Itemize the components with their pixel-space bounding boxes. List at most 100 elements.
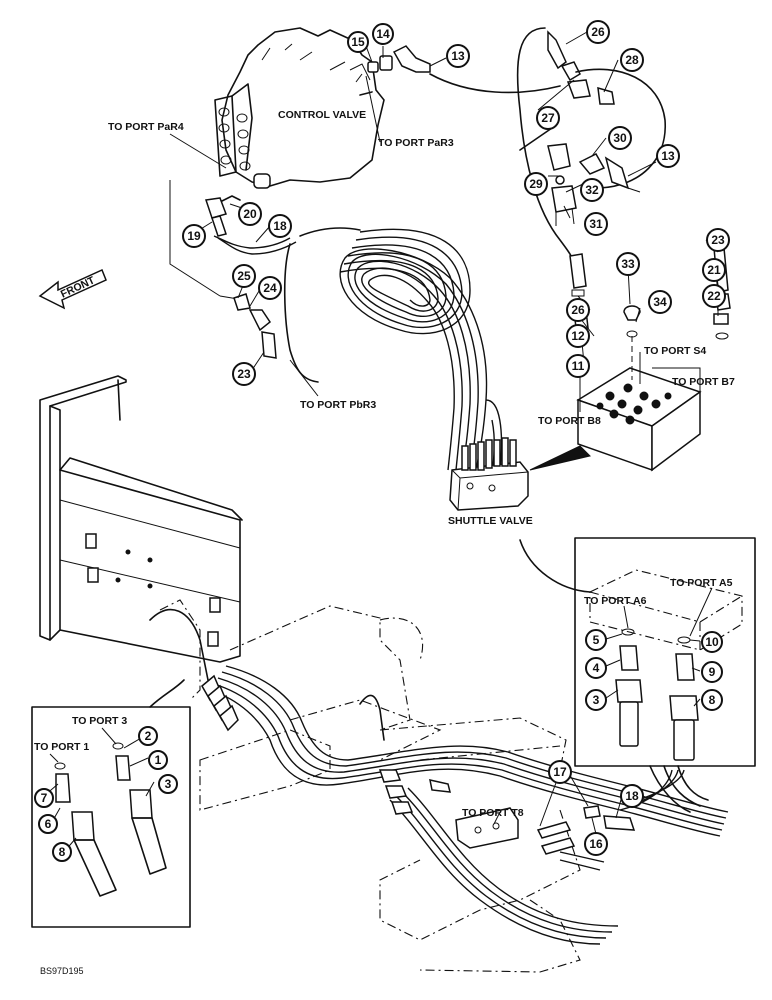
label-to-port-pbr3: TO PORT PbR3 [300, 399, 376, 411]
callout-23-b: 23 [706, 228, 730, 252]
manifold-block [529, 367, 702, 472]
callout-20: 20 [238, 202, 262, 226]
svg-text:8: 8 [59, 845, 66, 859]
svg-text:28: 28 [625, 53, 639, 67]
svg-text:6: 6 [45, 817, 52, 831]
callout-18-b: 18 [620, 784, 644, 808]
callout-21: 21 [702, 258, 726, 282]
svg-text:12: 12 [571, 329, 585, 343]
svg-text:10: 10 [705, 635, 719, 649]
shuttle-valve [449, 437, 529, 511]
callout-24: 24 [258, 276, 282, 300]
callout-12: 12 [566, 324, 590, 348]
control-valve [214, 27, 385, 189]
callout-14: 14 [372, 23, 394, 45]
svg-text:23: 23 [237, 367, 251, 381]
svg-text:4: 4 [593, 661, 600, 675]
callout-13-b: 13 [656, 144, 680, 168]
callout-15: 15 [347, 31, 369, 53]
callout-10: 10 [701, 631, 723, 653]
label-to-port-a6: TO PORT A6 [584, 595, 647, 607]
svg-text:2: 2 [145, 729, 152, 743]
svg-text:13: 13 [661, 149, 675, 163]
svg-text:13: 13 [451, 49, 465, 63]
inset-left [31, 679, 191, 928]
callout-26: 26 [586, 20, 610, 44]
svg-text:19: 19 [187, 229, 201, 243]
svg-text:20: 20 [243, 207, 257, 221]
callout-31: 31 [584, 212, 608, 236]
label-to-port-1: TO PORT 1 [34, 741, 89, 753]
callout-27: 27 [536, 106, 560, 130]
callout-3-b: 3 [158, 774, 178, 794]
callout-8: 8 [701, 689, 723, 711]
callout-28: 28 [620, 48, 644, 72]
svg-text:8: 8 [709, 693, 716, 707]
svg-text:30: 30 [613, 131, 627, 145]
callout-7: 7 [34, 788, 54, 808]
callout-22: 22 [702, 284, 726, 308]
svg-text:34: 34 [653, 295, 667, 309]
label-control-valve: CONTROL VALVE [278, 109, 366, 121]
callout-9: 9 [701, 661, 723, 683]
callouts: 15 14 13 26 28 27 30 13 29 32 31 20 18 1… [34, 20, 730, 862]
svg-text:9: 9 [709, 665, 716, 679]
label-to-port-par3: TO PORT PaR3 [378, 137, 454, 149]
callout-18: 18 [268, 214, 292, 238]
callout-5: 5 [585, 629, 607, 651]
front-arrow: FRONT [38, 268, 107, 310]
drawing-code: BS97D195 [40, 966, 84, 976]
label-front: FRONT [59, 274, 97, 300]
callout-33: 33 [616, 252, 640, 276]
svg-text:24: 24 [263, 281, 277, 295]
callout-4: 4 [585, 657, 607, 679]
svg-text:11: 11 [572, 359, 585, 373]
svg-text:27: 27 [541, 111, 555, 125]
svg-text:18: 18 [273, 219, 287, 233]
label-to-port-s4: TO PORT S4 [644, 345, 706, 357]
svg-text:29: 29 [529, 177, 543, 191]
callout-30: 30 [608, 126, 632, 150]
callout-13: 13 [446, 44, 470, 68]
callout-2: 2 [138, 726, 158, 746]
label-to-port-par4: TO PORT PaR4 [108, 121, 184, 133]
callout-29: 29 [524, 172, 548, 196]
callout-17: 17 [548, 760, 572, 784]
lower-chassis [149, 599, 581, 973]
callout-11: 11 [566, 354, 590, 378]
svg-text:5: 5 [593, 633, 600, 647]
callout-8-b: 8 [52, 842, 72, 862]
callout-3: 3 [585, 689, 607, 711]
svg-text:26: 26 [571, 303, 585, 317]
svg-text:23: 23 [711, 233, 725, 247]
cab-frame [39, 375, 243, 663]
svg-text:7: 7 [41, 791, 48, 805]
callout-25: 25 [232, 264, 256, 288]
svg-text:21: 21 [707, 263, 721, 277]
label-to-port-t8: TO PORT T8 [462, 807, 524, 819]
callout-34: 34 [648, 290, 672, 314]
svg-text:26: 26 [591, 25, 605, 39]
callout-16: 16 [584, 832, 608, 856]
svg-text:1: 1 [155, 753, 162, 767]
callout-6: 6 [38, 814, 58, 834]
svg-text:3: 3 [593, 693, 600, 707]
label-to-port-a5: TO PORT A5 [670, 577, 733, 589]
callout-32: 32 [580, 178, 604, 202]
svg-text:33: 33 [621, 257, 635, 271]
label-to-port-b8: TO PORT B8 [538, 415, 601, 427]
svg-text:17: 17 [553, 765, 567, 779]
svg-text:15: 15 [351, 35, 365, 49]
callout-23: 23 [232, 362, 256, 386]
svg-text:31: 31 [589, 217, 603, 231]
svg-text:16: 16 [589, 837, 603, 851]
svg-text:18: 18 [625, 789, 639, 803]
callout-26-b: 26 [566, 298, 590, 322]
fittings-top [355, 45, 431, 83]
hose-bundle [339, 228, 503, 471]
callout-19: 19 [182, 224, 206, 248]
svg-text:14: 14 [376, 27, 390, 41]
svg-text:32: 32 [585, 183, 599, 197]
svg-text:22: 22 [707, 289, 721, 303]
